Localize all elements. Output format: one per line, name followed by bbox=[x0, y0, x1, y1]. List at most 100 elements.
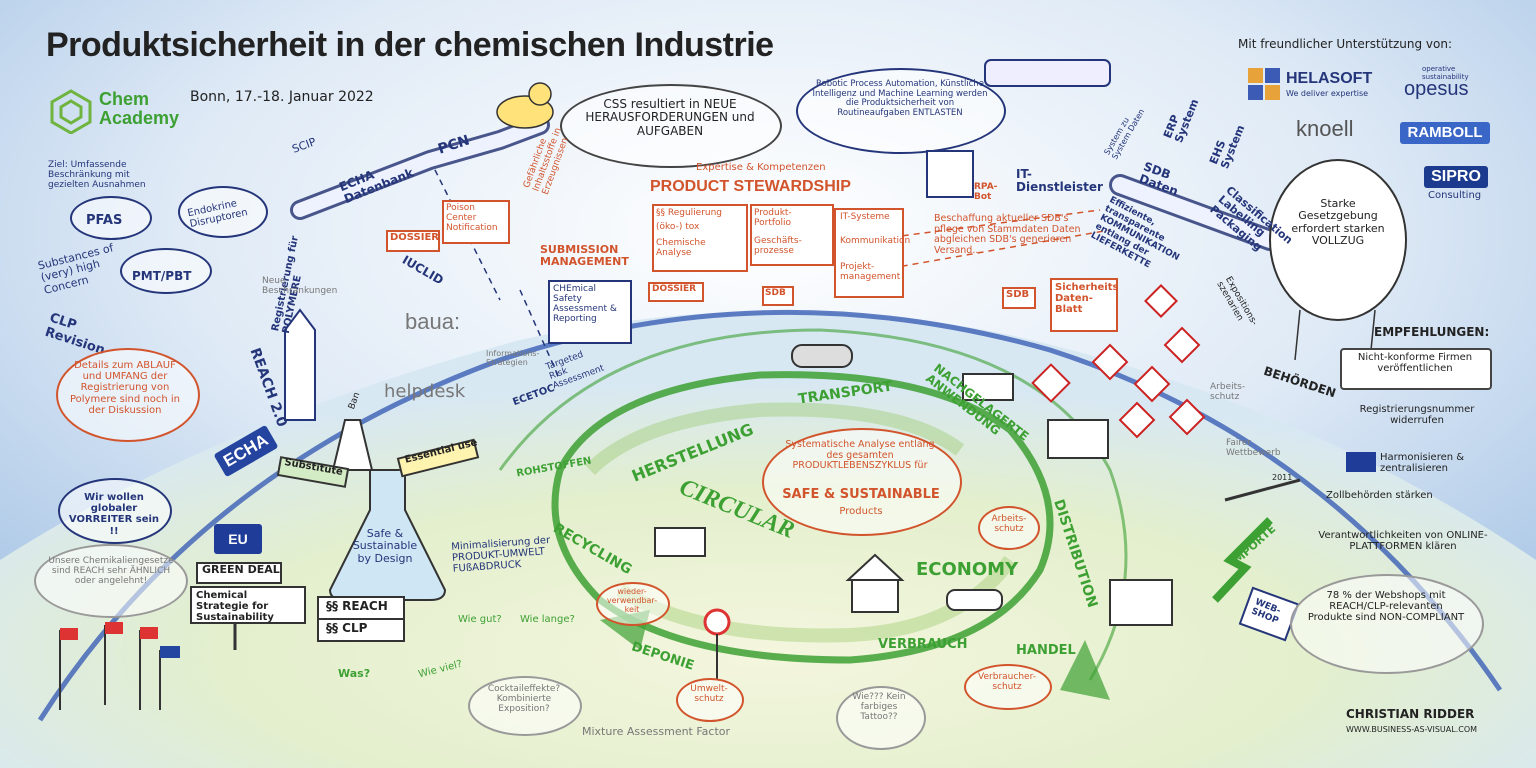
globe-horizon bbox=[37, 309, 1503, 722]
recommendations-heading: EMPFEHLUNGEN: bbox=[1374, 325, 1490, 339]
artist-url: WWW.BUSINESS-AS-VISUAL.COM bbox=[1346, 725, 1478, 734]
webshops-text: 78 % der Webshops mit REACH/CLP-relevant… bbox=[1307, 590, 1465, 624]
tank-truck bbox=[791, 344, 853, 368]
flag bbox=[60, 628, 78, 640]
earth-globe bbox=[0, 311, 1536, 768]
sponsor-knoell: knoell bbox=[1296, 116, 1354, 141]
pmt-ufo bbox=[120, 248, 212, 294]
rpa-bot-label: RPA-Bot bbox=[974, 182, 998, 203]
sdb-label-box bbox=[1002, 287, 1036, 309]
safe-sustainable: SAFE & SUSTAINABLE bbox=[782, 487, 940, 502]
ziel-note: Ziel: Umfassende Beschränkung mit geziel… bbox=[48, 160, 146, 191]
polymer-rocket bbox=[284, 308, 316, 421]
dossier-box bbox=[386, 230, 440, 252]
flag bbox=[105, 622, 123, 634]
dashed-connector bbox=[869, 209, 1101, 241]
recommendation-item: Harmonisieren & zentralisieren bbox=[1380, 452, 1465, 475]
cocktail-bubble bbox=[468, 676, 582, 736]
dashed-connector bbox=[519, 289, 561, 381]
baua-logo: baua: bbox=[405, 309, 461, 334]
sponsor-ramboll: RAMBOLL bbox=[1400, 122, 1490, 144]
details-text: Details zum ABLAUF und UMFANG der Regist… bbox=[69, 360, 181, 416]
sdb-label: SDB bbox=[1006, 289, 1030, 300]
cycle-arrow-top bbox=[585, 402, 965, 476]
arbeitsschutz-label: Arbeits-schutz bbox=[991, 514, 1027, 535]
rpa-text: Robotic Process Automation, Künstliche I… bbox=[812, 79, 988, 118]
green-deal-text: GREEN DEAL bbox=[202, 563, 280, 576]
vorreiter-bubble bbox=[58, 478, 172, 544]
recommendation-item: Verantwortlichkeiten von ONLINE-PLATTFOR… bbox=[1318, 530, 1488, 553]
deponie-sign bbox=[703, 608, 731, 636]
arbeitsschutz-label-top: Arbeits-schutz bbox=[1210, 382, 1246, 403]
green-deal-sign bbox=[196, 562, 282, 584]
sicherheitsdatenblatt-box bbox=[1050, 278, 1118, 332]
reach-book-label: §§ REACH bbox=[326, 599, 388, 613]
ps-item: IT-Systeme bbox=[840, 212, 890, 222]
balloon-rope bbox=[1294, 309, 1301, 361]
flag bbox=[140, 627, 158, 639]
hot-air-balloon bbox=[1269, 159, 1407, 321]
lifecycle-path bbox=[498, 328, 1128, 681]
sponsor-sipro: SIPRO bbox=[1424, 166, 1488, 188]
chemical-strategy-sign bbox=[190, 586, 306, 624]
chemical-strategy-text: Chemical Strategie for Sustainability bbox=[196, 590, 274, 624]
pmt-label: PMT/PBT bbox=[132, 269, 192, 283]
sdb-pipeline-inner bbox=[1112, 177, 1278, 248]
it-satellite bbox=[984, 59, 1111, 87]
ps-item: Chemische Analyse bbox=[656, 238, 706, 259]
recommendation-item: Nicht-konforme Firmen veröffentlichen bbox=[1357, 352, 1473, 375]
chem-academy-logo-icon bbox=[48, 88, 94, 135]
ps-box-regulierung bbox=[652, 204, 748, 272]
chesar-box bbox=[548, 280, 632, 344]
tattoo-text: Wie??? Kein farbiges Tattoo?? bbox=[852, 692, 906, 723]
verbraucherschutz-label: Verbraucher-schutz bbox=[978, 672, 1036, 693]
recommendation-item: Registrierungsnummer widerrufen bbox=[1359, 404, 1475, 427]
sdb-small-label: SDB bbox=[765, 288, 786, 298]
seesaw bbox=[1224, 478, 1301, 502]
sponsor-sipro-tagline: Consulting bbox=[1428, 190, 1482, 201]
dossier2-label: DOSSIER bbox=[652, 284, 697, 294]
arbeitsschutz-bubble bbox=[978, 506, 1040, 550]
lifecycle-arrowhead bbox=[1060, 640, 1110, 700]
css-bubble bbox=[560, 84, 782, 168]
clp-book-label: §§ CLP bbox=[326, 621, 368, 635]
ssbd-label: Safe & Sustainable by Design bbox=[352, 527, 418, 565]
flag bbox=[160, 646, 180, 658]
artist-name: CHRISTIAN RIDDER bbox=[1346, 707, 1475, 721]
poison-label: Poison Center Notification bbox=[446, 203, 498, 234]
mixture-assessment: Mixture Assessment Factor bbox=[582, 725, 731, 738]
cocktail-text: Cocktaileffekte? Kombinierte Exposition? bbox=[487, 684, 561, 715]
fairer-wettbewerb: Fairer Wettbewerb bbox=[1226, 438, 1281, 459]
ps-item: Geschäfts-prozesse bbox=[754, 236, 802, 257]
chesar-text: CHEmical Safety Assessment & Reporting bbox=[553, 284, 617, 325]
car bbox=[946, 589, 1003, 611]
pfas-ufo bbox=[70, 196, 152, 240]
hazard-pictograms bbox=[1031, 284, 1206, 439]
factory bbox=[1047, 419, 1109, 459]
house bbox=[851, 579, 899, 613]
verbrauch-label: VERBRAUCH bbox=[878, 637, 968, 652]
wiederverwendbarkeit-label: wieder-verwendbar-keit bbox=[606, 587, 658, 614]
sicherheitsdatenblatt: Sicherheits Daten-Blatt bbox=[1055, 282, 1119, 316]
ps-item: Produkt-Portfolio bbox=[754, 208, 792, 229]
analysis-text: Systematische Analyse entlang des gesamt… bbox=[785, 439, 935, 472]
poison-box bbox=[442, 200, 510, 244]
organizer-logo: Chem Academy bbox=[99, 90, 179, 128]
umweltschutz-bubble bbox=[676, 678, 744, 722]
clp-book bbox=[317, 618, 405, 642]
wie-gut: Wie gut? bbox=[458, 614, 502, 625]
rpa-bubble bbox=[796, 68, 1006, 154]
informations-strategien: Informations-Strategien bbox=[486, 349, 540, 367]
webshops-bubble bbox=[1290, 574, 1484, 674]
event-date: Bonn, 17.-18. Januar 2022 bbox=[190, 89, 374, 105]
robot-monitor-icon bbox=[926, 150, 974, 198]
tattoo-bubble bbox=[836, 686, 926, 750]
products-label: Products bbox=[839, 506, 883, 517]
economy-label: ECONOMY bbox=[916, 559, 1019, 580]
starke-text: Starke Gesetzgebung erfordert starken VO… bbox=[1291, 197, 1385, 247]
eu-flag: EU bbox=[214, 524, 262, 554]
sdb-small-box bbox=[762, 286, 794, 306]
rubber-duck-head bbox=[528, 82, 552, 106]
product-stewardship-heading: PRODUCT STEWARDSHIP bbox=[650, 178, 851, 195]
